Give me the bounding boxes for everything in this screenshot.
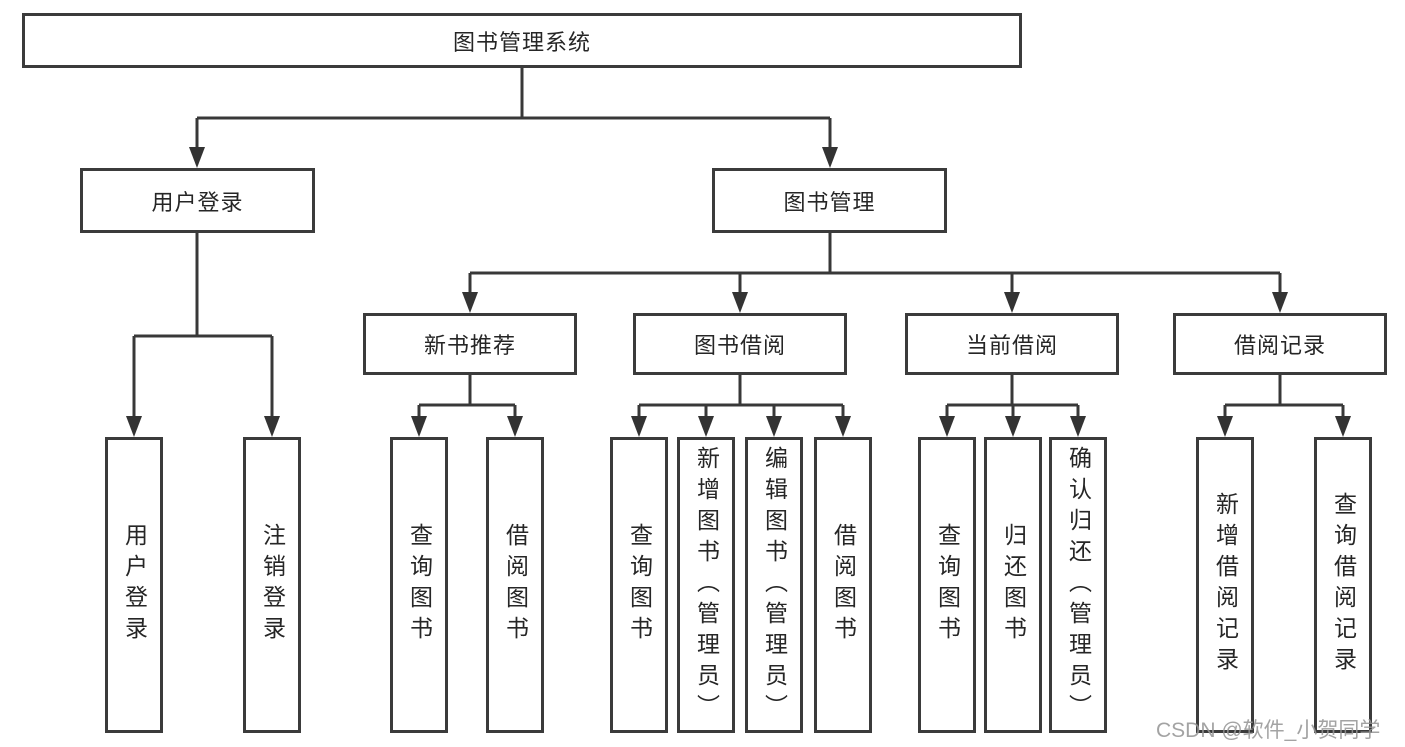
node-current-borrow: 当前借阅 bbox=[905, 313, 1119, 375]
node-user-login: 用户登录 bbox=[80, 168, 315, 233]
leaf-user-login: 用户登录 bbox=[105, 437, 163, 733]
leaf-add-book-admin: 新增图书（管理员） bbox=[677, 437, 735, 733]
leaf-current-query-book: 查询图书 bbox=[918, 437, 976, 733]
leaf-edit-book-admin: 编辑图书（管理员） bbox=[745, 437, 803, 733]
leaf-return-book: 归还图书 bbox=[984, 437, 1042, 733]
node-book-management: 图书管理 bbox=[712, 168, 947, 233]
node-library-system: 图书管理系统 bbox=[22, 13, 1022, 68]
leaf-query-borrow-record: 查询借阅记录 bbox=[1314, 437, 1372, 733]
leaf-recommend-borrow-book: 借阅图书 bbox=[486, 437, 544, 733]
leaf-recommend-query-book: 查询图书 bbox=[390, 437, 448, 733]
leaf-logout: 注销登录 bbox=[243, 437, 301, 733]
leaf-add-borrow-record: 新增借阅记录 bbox=[1196, 437, 1254, 733]
leaf-confirm-return-admin: 确认归还（管理员） bbox=[1049, 437, 1107, 733]
csdn-watermark: CSDN @软件_小贺同学 bbox=[1156, 719, 1381, 742]
leaf-borrow-book: 借阅图书 bbox=[814, 437, 872, 733]
node-new-book-recommend: 新书推荐 bbox=[363, 313, 577, 375]
node-borrow-records: 借阅记录 bbox=[1173, 313, 1387, 375]
leaf-borrow-query-book: 查询图书 bbox=[610, 437, 668, 733]
node-book-borrow: 图书借阅 bbox=[633, 313, 847, 375]
